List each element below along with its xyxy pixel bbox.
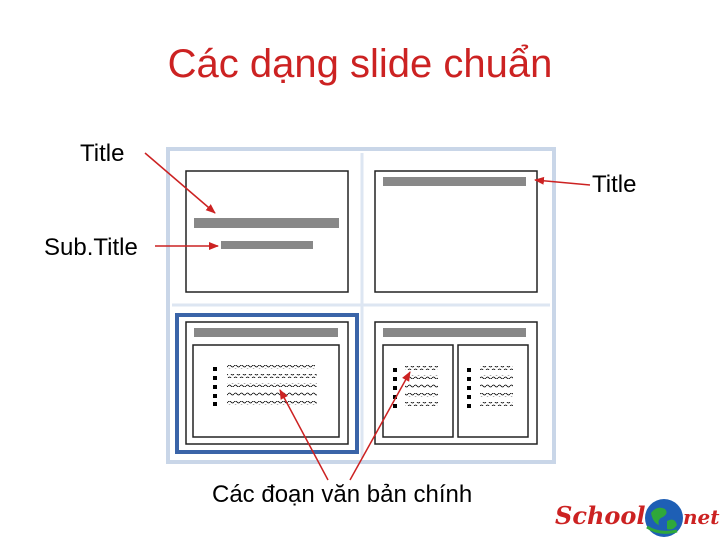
schoolnet-logo: School net (555, 497, 720, 540)
arrow-body-right (349, 371, 411, 481)
left-column-box (382, 344, 454, 438)
label-title-left: Title (80, 140, 125, 167)
arrow-body-left (279, 389, 329, 481)
logo-school-text: School (555, 501, 646, 530)
body-text-box (192, 344, 340, 438)
globe-icon (645, 499, 683, 537)
right-column-box (457, 344, 529, 438)
label-subtitle: Sub.Title (44, 234, 138, 261)
title-placeholder-bar (383, 328, 526, 337)
title-placeholder-bar (194, 328, 338, 337)
arrow-title-right (534, 176, 591, 186)
subtitle-placeholder-bar (221, 241, 313, 249)
layout-title-and-text-selected[interactable] (175, 313, 359, 454)
layout-title-only[interactable] (374, 170, 538, 293)
layout-two-columns[interactable] (374, 321, 538, 445)
label-title-right: Title (592, 171, 637, 198)
selection-frame (175, 313, 359, 454)
title-placeholder-bar (383, 177, 526, 186)
page-title: Các dạng slide chuẩn (167, 42, 553, 86)
title-placeholder-bar (194, 218, 339, 228)
logo-net-text: net (683, 505, 720, 529)
arrow-title-left (144, 152, 216, 214)
arrows (144, 152, 591, 481)
label-body-text: Các đoạn văn bản chính (212, 481, 473, 508)
layout-title-slide[interactable] (185, 170, 349, 293)
